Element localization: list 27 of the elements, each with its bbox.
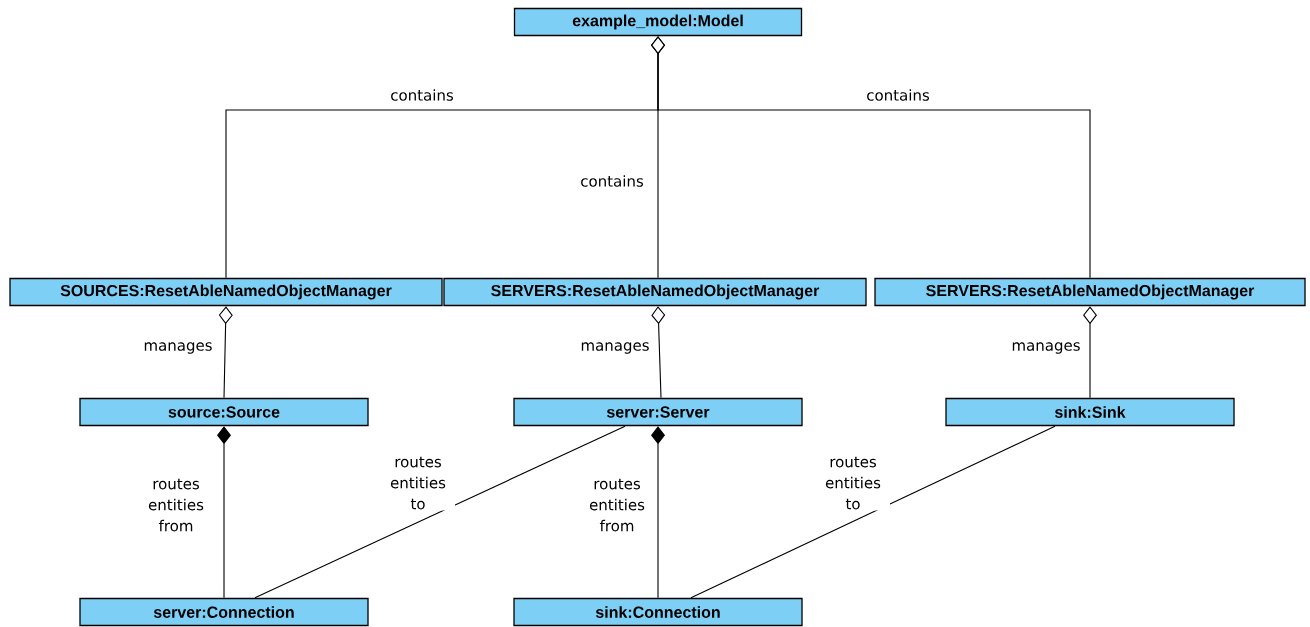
object-box: sink:Sink: [945, 397, 1235, 427]
edge-label: routes entities from: [139, 477, 213, 533]
edge-label: manages: [1009, 341, 1083, 355]
object-box: SERVERS:ResetAbleNamedObjectManager: [443, 277, 867, 307]
edge-label: routes entities from: [580, 477, 654, 533]
connector: [651, 306, 666, 399]
connector: [254, 425, 626, 599]
connector: [218, 306, 233, 399]
edge-label: manages: [141, 341, 215, 355]
edge-label: contains: [861, 88, 935, 102]
edge-label: routes entities to: [816, 455, 890, 511]
object-box: sink:Connection: [513, 597, 803, 627]
object-box: server:Connection: [79, 597, 369, 627]
connector: [217, 426, 231, 599]
object-box: server:Server: [513, 397, 803, 427]
connector: [651, 36, 1091, 279]
object-box: source:Source: [79, 397, 369, 427]
connector: [651, 426, 665, 599]
object-box: example_model:Model: [513, 7, 803, 37]
object-box: SERVERS:ResetAbleNamedObjectManager: [874, 277, 1306, 307]
connector: [1083, 306, 1097, 399]
connector: [690, 425, 1056, 599]
object-box: SOURCES:ResetAbleNamedObjectManager: [9, 277, 443, 307]
edge-label: manages: [578, 341, 652, 355]
edge-label: routes entities to: [381, 455, 455, 511]
edge-label: contains: [385, 88, 459, 102]
edge-label: contains: [575, 174, 649, 188]
